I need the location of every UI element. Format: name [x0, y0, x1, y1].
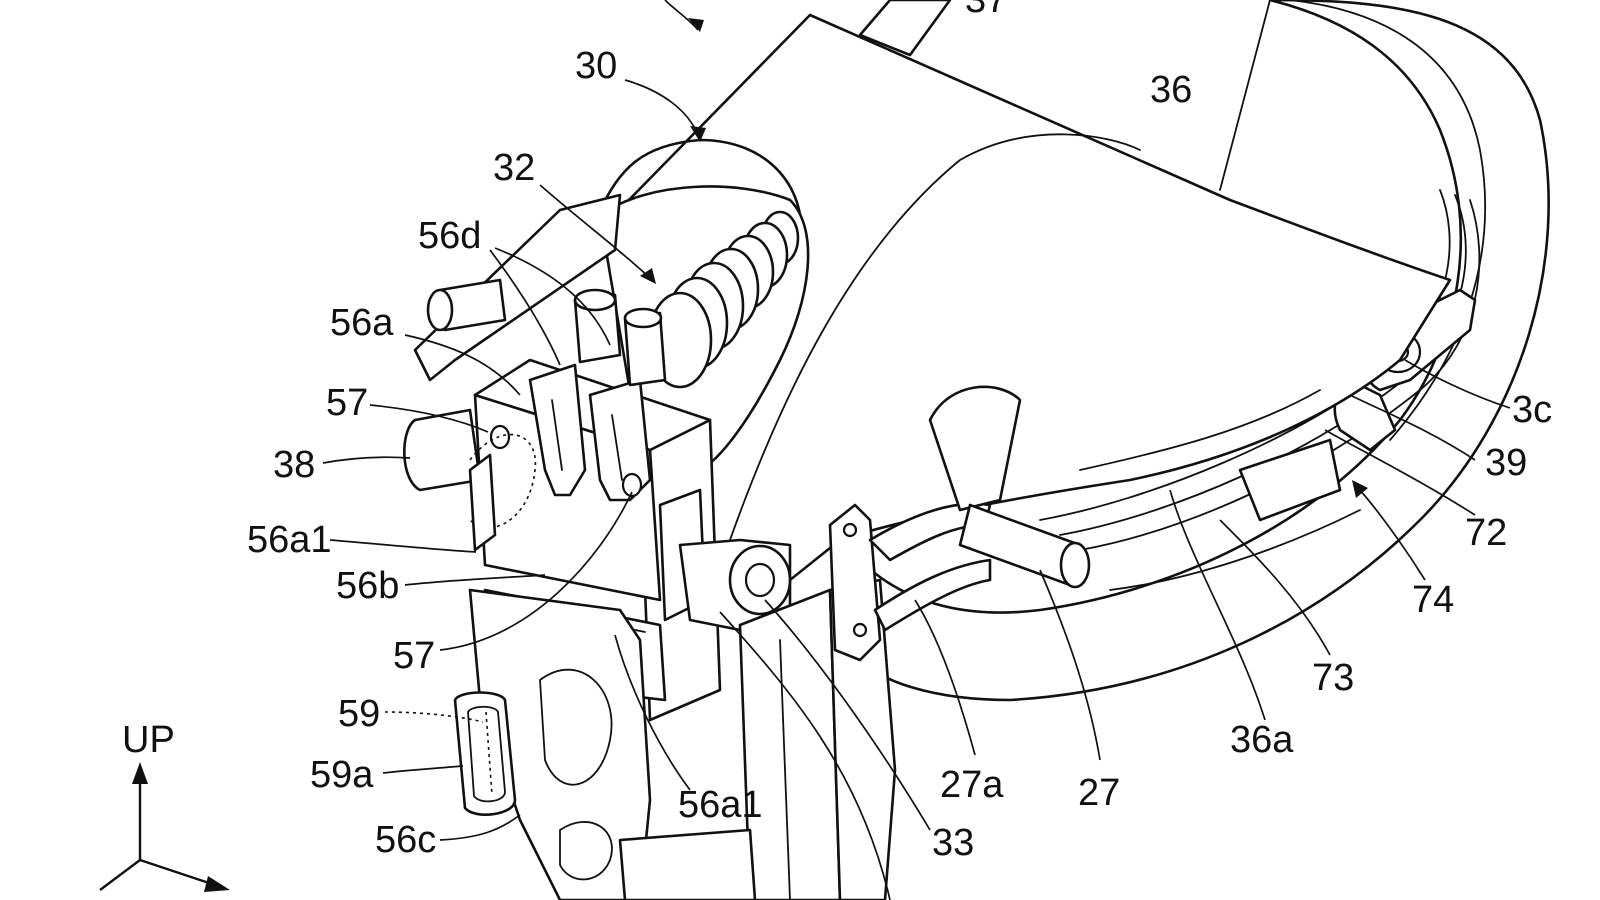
connector-59a — [453, 691, 517, 816]
fork-slot-left — [551, 399, 563, 471]
label-59: 59 — [338, 693, 380, 735]
label-59a: 59a — [310, 754, 374, 796]
fork-27a-lower — [873, 558, 992, 632]
leader-33 — [764, 599, 931, 831]
arm-lower-segment — [1238, 438, 1342, 522]
diag-axis-right — [139, 858, 216, 887]
arm-56c-cutout — [539, 668, 613, 786]
flange-27a — [828, 503, 882, 662]
label-56a1-bottom: 56a1 — [678, 784, 763, 826]
label-56a: 56a — [330, 302, 394, 344]
label-73: 73 — [1312, 657, 1354, 699]
up-axis-arrow — [132, 762, 148, 784]
pin-top-left-cap — [573, 288, 617, 312]
housing-fold-line — [729, 133, 1141, 541]
label-56a1-left: 56a1 — [247, 519, 332, 561]
coil-spring-32 — [647, 210, 800, 389]
leader-27a — [914, 599, 976, 756]
leader-38 — [322, 456, 411, 464]
connector-59a-inner — [467, 705, 506, 803]
label-57-upper: 57 — [326, 382, 368, 424]
leader-59 — [384, 711, 484, 723]
fork-56d-left — [528, 363, 587, 497]
column-base — [618, 828, 757, 900]
arrowhead-32 — [640, 268, 656, 284]
diag-axis-left — [99, 859, 141, 891]
leader-57b — [439, 491, 633, 651]
arm-56c-cutout-lower — [559, 821, 613, 881]
label-30: 30 — [575, 45, 617, 87]
flange-hole-1 — [842, 522, 858, 538]
label-57-lower: 57 — [393, 635, 435, 677]
shell-inner-edge — [1289, 0, 1487, 441]
leader-39 — [1349, 394, 1476, 461]
flange-hole-2 — [852, 622, 868, 638]
link-plate — [928, 385, 1022, 512]
column — [738, 588, 842, 900]
label-39: 39 — [1485, 442, 1527, 484]
label-32: 32 — [493, 147, 535, 189]
rail-74-inner — [1079, 199, 1481, 551]
arrowhead-74 — [1352, 480, 1368, 498]
leader-72 — [1324, 429, 1476, 516]
leader-57a — [369, 404, 489, 433]
leader-30 — [624, 79, 701, 141]
hole-57-upper — [489, 424, 511, 450]
label-72: 72 — [1465, 512, 1507, 554]
label-36a: 36a — [1230, 719, 1294, 761]
hole-57-lower — [621, 472, 643, 498]
left-tube-end — [426, 288, 454, 332]
leader-33b — [719, 611, 891, 900]
leader-56a1b — [614, 634, 691, 791]
axis-label-up: UP — [122, 719, 175, 761]
housing-36a-crease — [1079, 389, 1321, 471]
shell-ridge — [1219, 0, 1271, 191]
leader-3c — [1404, 359, 1511, 409]
pin-27-end — [1059, 541, 1091, 589]
label-37: 37 — [965, 0, 1007, 21]
label-27a: 27a — [940, 764, 1004, 806]
rail-73 — [1109, 509, 1361, 591]
label-56c: 56c — [375, 819, 436, 861]
leader-top — [664, 0, 699, 31]
leader-56b — [404, 574, 546, 586]
label-74: 74 — [1412, 579, 1454, 621]
leader-27 — [1039, 569, 1101, 761]
label-3c: 3c — [1512, 389, 1552, 431]
leader-59a — [382, 765, 464, 774]
arrowhead-top — [688, 18, 704, 32]
leader-56d-2 — [494, 247, 611, 346]
label-36: 36 — [1150, 69, 1192, 111]
fork-slot-right — [611, 414, 623, 481]
leader-56a — [404, 334, 521, 396]
leader-56c — [439, 814, 521, 841]
leader-32 — [539, 184, 651, 279]
leader-56d-1 — [489, 249, 561, 366]
label-27: 27 — [1078, 772, 1120, 814]
rail-74-mid — [1059, 194, 1467, 536]
label-38: 38 — [273, 444, 315, 486]
label-33: 33 — [932, 822, 974, 864]
label-56b: 56b — [336, 565, 399, 607]
leader-73 — [1219, 519, 1331, 656]
lug-38 — [403, 408, 482, 492]
ear-56a — [468, 453, 497, 552]
label-56d: 56d — [418, 215, 481, 257]
pin-top-right-cap — [623, 307, 663, 329]
leader-56a1a — [329, 539, 477, 553]
diag-axis-arrow — [204, 876, 230, 892]
shaft-33-bore — [744, 562, 776, 598]
leader-36a — [1169, 489, 1266, 721]
upper-blade — [858, 0, 952, 57]
arrowhead-30 — [690, 126, 706, 142]
